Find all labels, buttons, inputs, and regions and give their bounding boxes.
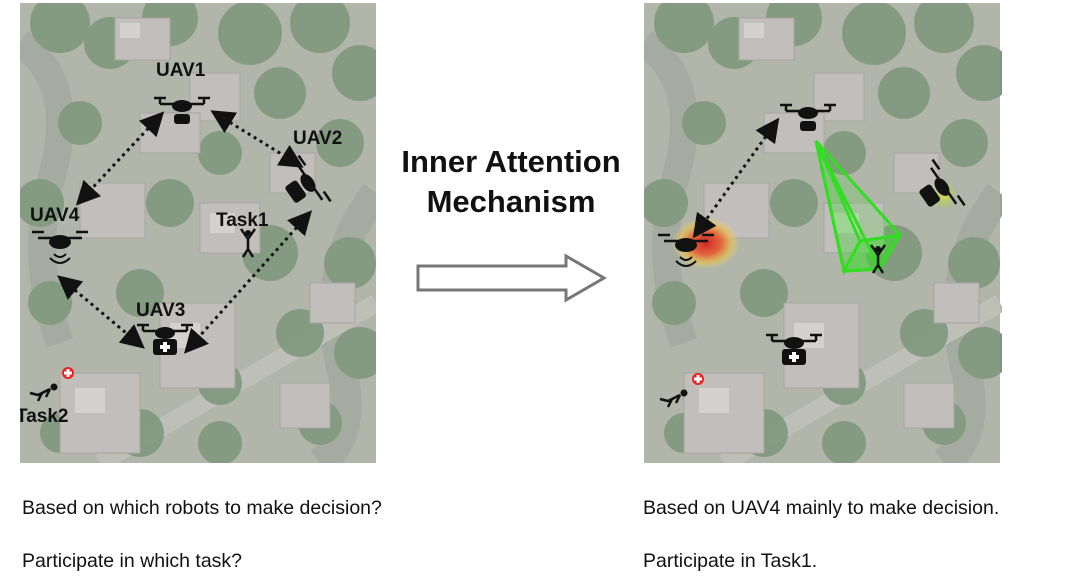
link-uav1-uav4 — [75, 111, 165, 206]
right-aerial-image — [644, 3, 1002, 463]
link-uav1-uav2 — [210, 110, 304, 168]
right-aerial-panel — [644, 3, 1002, 463]
link-uav2-uav3 — [184, 210, 312, 354]
mechanism-title-line1: Inner Attention — [401, 144, 621, 179]
uav4-label: UAV4 — [30, 205, 80, 226]
uav3-label: UAV3 — [136, 300, 186, 321]
mechanism-title-line2: Mechanism — [426, 184, 596, 219]
right-answer-robots: Based on UAV4 mainly to make decision. — [643, 497, 1000, 519]
right-answer-task: Participate in Task1. — [643, 550, 818, 572]
link-uav1-uav4 — [692, 117, 780, 239]
mechanism-title: Inner Attention Mechanism — [380, 142, 642, 222]
right-arrow-icon — [416, 253, 607, 303]
task1-label: Task1 — [216, 210, 269, 231]
left-question-robots: Based on which robots to make decision? — [22, 497, 382, 519]
left-question-task: Participate in which task? — [22, 550, 243, 572]
uav2-label: UAV2 — [293, 128, 343, 149]
task2-label: Task2 — [20, 406, 69, 427]
link-uav4-uav3 — [57, 275, 145, 349]
left-aerial-panel: UAV1 UAV2 UAV3 UAV4 Task1 Task2 — [20, 3, 376, 463]
uav1-label: UAV1 — [156, 60, 206, 81]
left-aerial-image — [20, 3, 376, 463]
attention-cone — [814, 140, 903, 276]
